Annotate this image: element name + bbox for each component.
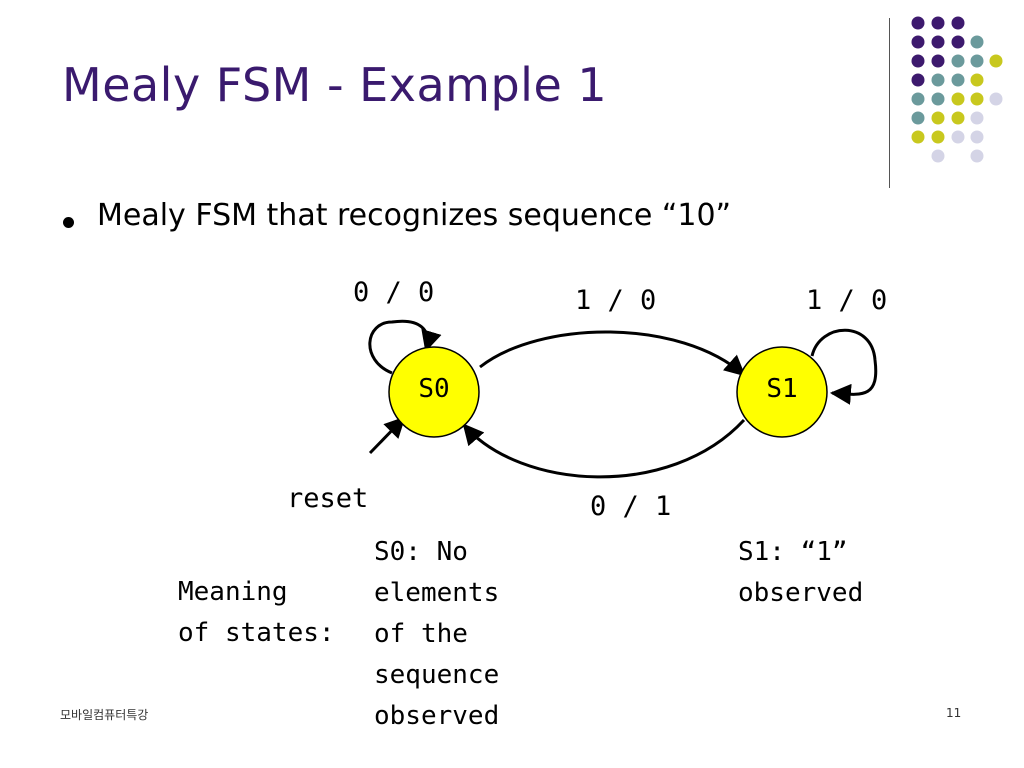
transition-s0-self-label: 0 / 0 [353,277,435,308]
meaning-of-states-label: Meaning of states: [178,577,335,648]
state-s1-label: S1 [766,374,798,404]
transition-s0-self-arrow [368,319,442,375]
page-number: 11 [946,706,962,720]
state-s0-label: S0 [418,374,450,404]
title-divider-line [889,18,890,188]
s0-meaning-text: S0: No elements of the sequence observed [374,537,500,731]
slide-title: Mealy FSM - Example 1 [62,58,608,112]
state-s1-circle [736,346,828,438]
footer-course-name: 모바일컴퓨터특강 [60,708,149,722]
decorative-dot-grid [911,16,1003,163]
transition-s1-self-label: 1 / 0 [806,285,888,316]
state-s0-circle [388,346,480,438]
transition-s1-self-arrow [810,328,878,405]
transition-s1-to-s0-arrow [462,418,746,479]
reset-label: reset [287,483,369,514]
s1-meaning-text: S1: “1” observed [738,537,864,608]
bullet-text: Mealy FSM that recognizes sequence “10” [97,198,732,233]
reset-arrow [368,416,406,455]
transition-s1-to-s0-label: 0 / 1 [590,491,672,522]
transition-s0-to-s1-arrow [479,330,746,377]
bullet-point-icon [63,217,74,228]
transition-s0-to-s1-label: 1 / 0 [575,285,657,316]
